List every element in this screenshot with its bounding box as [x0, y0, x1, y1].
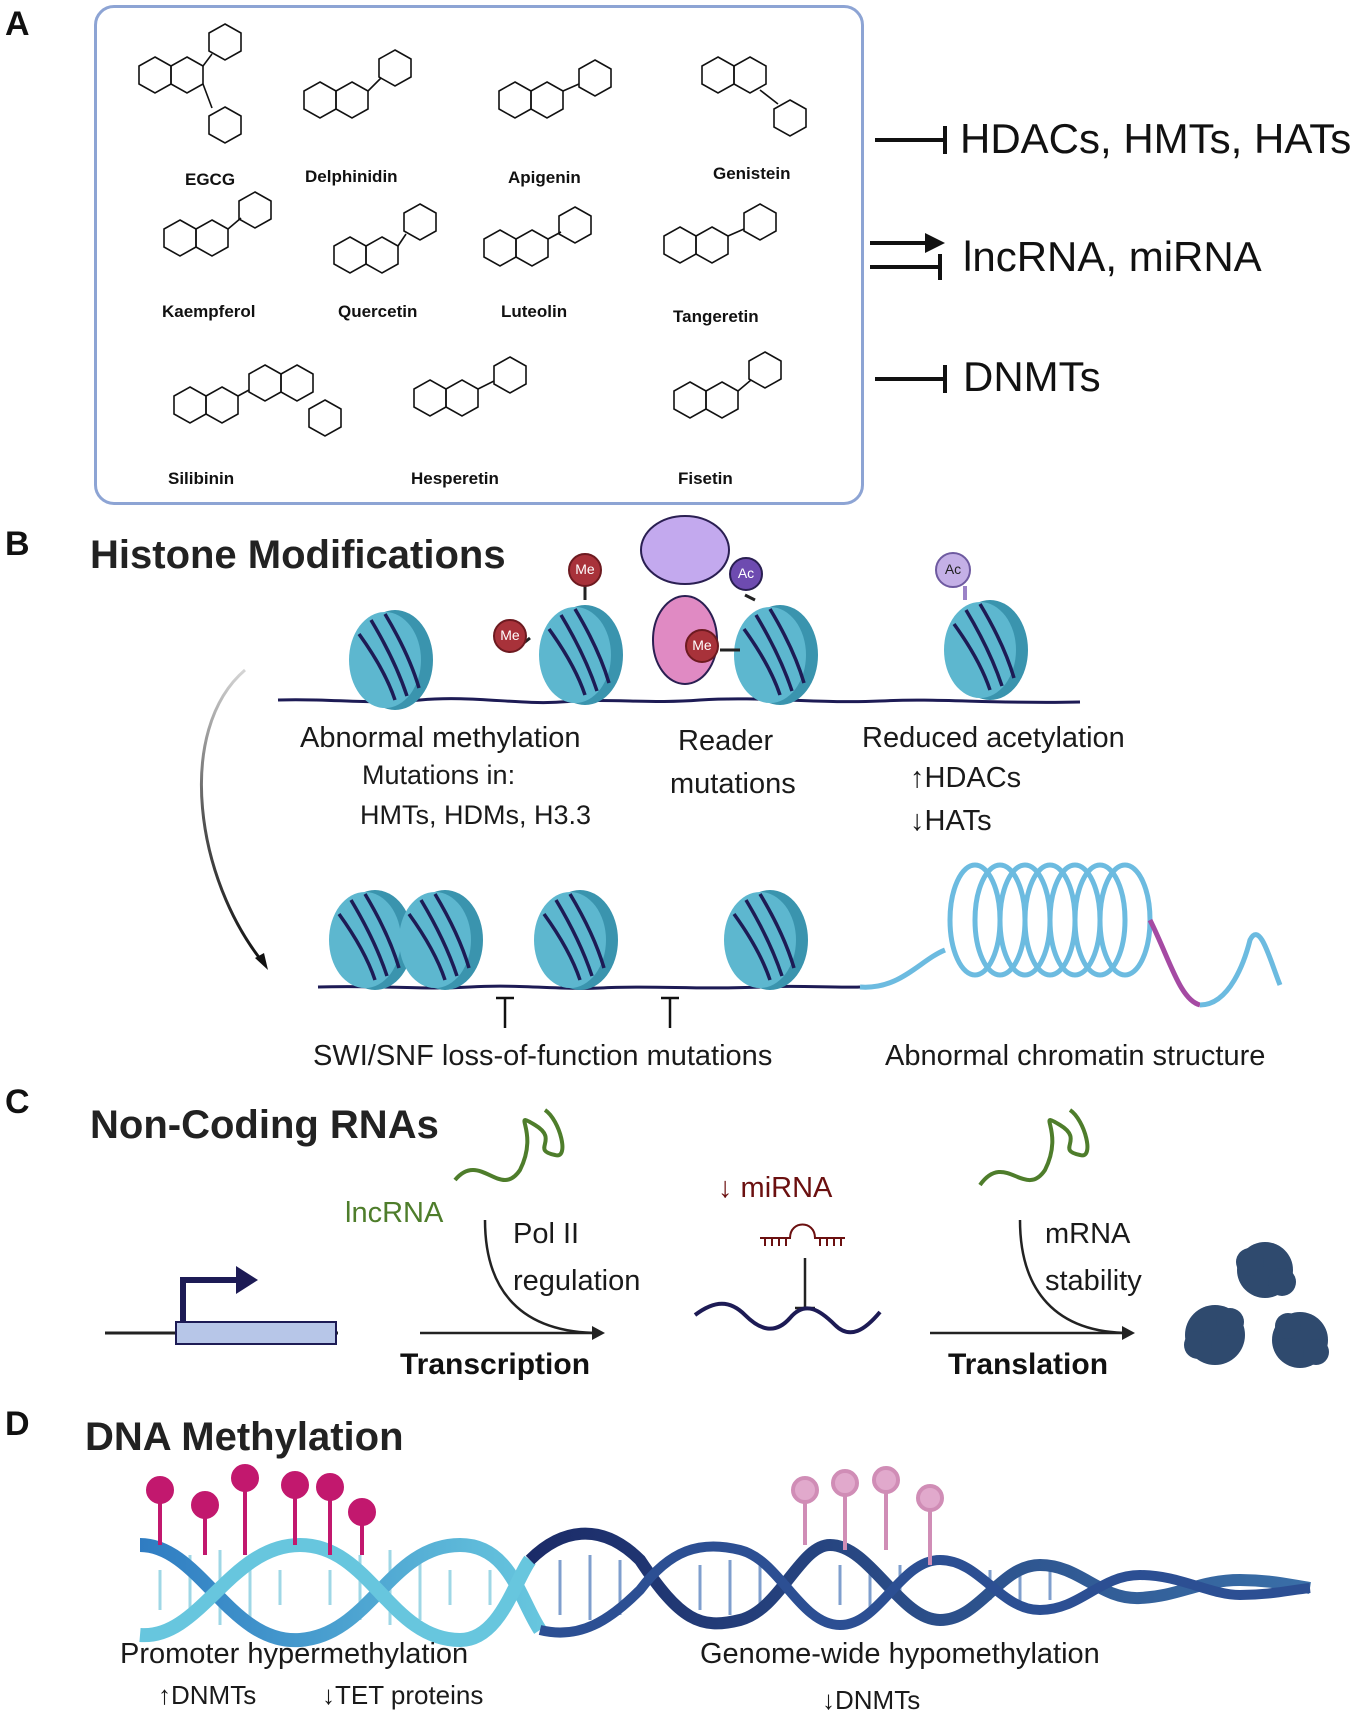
- panel-letter-c: C: [5, 1083, 30, 1121]
- gene-construct: [105, 1266, 338, 1345]
- down-dnmts-label: ↓DNMTs: [822, 1685, 921, 1715]
- abnormal-methylation-label: Abnormal methylation: [300, 722, 581, 754]
- mutation-list-label: HMTs, HDMs, H3.3: [360, 800, 592, 830]
- compound-label-fisetin: Fisetin: [678, 469, 733, 488]
- methyl-lollipops-sparse: [791, 1466, 944, 1565]
- lncrna-squiggle-1: [453, 1108, 565, 1182]
- lncrna-squiggle-2: [978, 1108, 1090, 1187]
- me-mark-label-2: Me: [500, 627, 520, 643]
- compound-label-luteolin: Luteolin: [501, 302, 568, 321]
- compound-label-genistein: Genistein: [713, 164, 791, 183]
- methyl-lollipops-dense: [146, 1464, 376, 1555]
- reduced-acetylation-label: Reduced acetylation: [862, 722, 1125, 754]
- me-mark-label-1: Me: [575, 561, 595, 577]
- down-hats-label: ↓HATs: [910, 805, 992, 837]
- panel-letter-a: A: [5, 5, 30, 43]
- transcription-label: Transcription: [400, 1348, 591, 1381]
- reader-proteins: [640, 515, 763, 685]
- acetyl-mark: [935, 552, 971, 600]
- regulation-label: regulation: [513, 1265, 641, 1297]
- promoter-hypermethylation-label: Promoter hypermethylation: [120, 1638, 469, 1670]
- up-dnmts-label: ↑DNMTs: [158, 1680, 257, 1710]
- chromatin-coil: [859, 862, 1283, 1008]
- reader-mutations-label: mutations: [670, 768, 796, 800]
- target-lncrna-mirna: lncRNA, miRNA: [963, 233, 1262, 280]
- stability-label: stability: [1045, 1265, 1142, 1297]
- up-hdacs-label: ↑HDACs: [910, 762, 1022, 794]
- ac-mark-label-2: Ac: [944, 561, 962, 577]
- translation-label: Translation: [948, 1348, 1109, 1381]
- dna-methylation-title: DNA Methylation: [85, 1415, 404, 1459]
- compound-label-kaempferol: Kaempferol: [162, 302, 256, 321]
- panel-letter-d: D: [5, 1405, 30, 1443]
- panel-a-arrows: [870, 126, 947, 393]
- down-tet-label: ↓TET proteins: [322, 1680, 484, 1710]
- genome-wide-hypomethylation-label: Genome-wide hypomethylation: [700, 1638, 1100, 1670]
- noncoding-title: Non-Coding RNAs: [90, 1103, 439, 1147]
- compound-label-hesperetin: Hesperetin: [411, 469, 499, 488]
- lncrna-label: lncRNA: [345, 1197, 444, 1229]
- mrna-label: mRNA: [1045, 1218, 1131, 1250]
- block-symbols: [496, 996, 679, 1028]
- panel-letter-b: B: [5, 525, 30, 563]
- target-hdacs-hmts-hats: HDACs, HMTs, HATs: [960, 115, 1352, 162]
- pol2-label: Pol II: [513, 1218, 580, 1250]
- protein-blobs: [1184, 1242, 1329, 1368]
- dna-helix: [139, 1527, 1311, 1648]
- curved-arrow: [199, 668, 267, 966]
- methyl-marks: [493, 553, 602, 653]
- reader-label: Reader: [678, 725, 774, 757]
- mrna-wave: [693, 1301, 882, 1335]
- compound-label-quercetin: Quercetin: [338, 302, 418, 321]
- swi-snf-label: SWI/SNF loss-of-function mutations: [313, 1040, 773, 1072]
- compound-label-delphinidin: Delphinidin: [305, 167, 398, 186]
- dna-strand-row2: [317, 984, 861, 990]
- ac-mark-label-1: Ac: [737, 565, 755, 581]
- mutations-in-label: Mutations in:: [362, 760, 516, 790]
- compound-label-tangeretin: Tangeretin: [673, 307, 759, 326]
- mirna-label: ↓ miRNA: [718, 1172, 833, 1204]
- abnormal-chromatin-label: Abnormal chromatin structure: [885, 1040, 1266, 1072]
- chemical-structures: [138, 23, 807, 437]
- target-dnmts: DNMTs: [963, 353, 1101, 400]
- histone-title: Histone Modifications: [90, 533, 506, 577]
- me-mark-label-3: Me: [692, 637, 712, 653]
- compound-label-silibinin: Silibinin: [168, 469, 235, 488]
- compound-box: [94, 5, 864, 505]
- mirna-hairpin: [760, 1223, 845, 1246]
- compound-label-egcg: EGCG: [185, 170, 236, 189]
- compound-label-apigenin: Apigenin: [508, 168, 581, 187]
